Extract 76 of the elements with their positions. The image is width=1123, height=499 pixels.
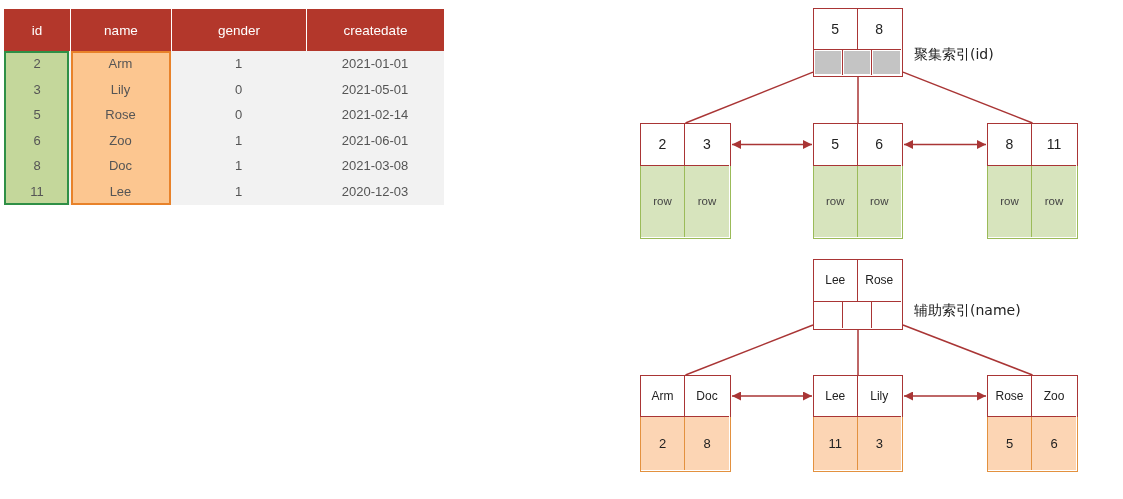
- id-value: 5: [33, 107, 41, 123]
- date-value: 2021-05-01: [341, 81, 409, 97]
- index-key: Lee: [814, 260, 858, 302]
- double-arrow: [903, 140, 987, 149]
- column-header: id: [4, 9, 70, 51]
- leaf-node: [813, 375, 903, 472]
- date-value: 2020-12-03: [341, 183, 409, 199]
- id-value: 2: [33, 56, 41, 72]
- id-value: 6: [33, 132, 41, 148]
- leaf-node: [987, 375, 1078, 472]
- index-key: 6: [857, 124, 901, 166]
- gender-value: 1: [234, 183, 243, 199]
- primary-key-value: 11: [814, 416, 858, 470]
- connector-line: [857, 329, 859, 376]
- index-node: [813, 259, 903, 330]
- date-value: 2021-03-08: [341, 158, 409, 174]
- index-key: Lee: [814, 376, 858, 417]
- leaf-node: [813, 123, 903, 239]
- date-value: 2021-06-01: [341, 132, 409, 148]
- id-value: 3: [33, 81, 41, 97]
- leaf-node: [987, 123, 1078, 239]
- index-key: Rose: [857, 260, 901, 302]
- index-key: 11: [1032, 124, 1076, 166]
- name-value: Zoo: [109, 132, 132, 148]
- connector-line: [857, 76, 859, 124]
- column-header: gender: [172, 9, 306, 51]
- gender-value: 0: [234, 107, 243, 123]
- connector-line: [902, 324, 1034, 376]
- name-value: Rose: [105, 107, 136, 123]
- index-key: 5: [814, 124, 858, 166]
- primary-key-value: 3: [857, 416, 901, 470]
- index-key: 8: [988, 124, 1032, 166]
- index-key: Rose: [988, 376, 1032, 417]
- row-data: row: [1032, 165, 1076, 237]
- id-value: 8: [33, 158, 41, 174]
- primary-key-value: 8: [685, 416, 729, 470]
- index-key: Arm: [641, 376, 685, 417]
- connector-line: [684, 71, 814, 124]
- index-key: 5: [814, 9, 858, 50]
- id-value: 11: [30, 183, 44, 199]
- index-key: Zoo: [1032, 376, 1076, 417]
- index-caption: 聚集索引(id): [914, 45, 994, 63]
- row-data: row: [685, 165, 729, 237]
- primary-key-value: 2: [641, 416, 685, 470]
- name-value: Lily: [110, 81, 131, 97]
- index-key: 2: [641, 124, 685, 166]
- column-header: name: [71, 9, 171, 51]
- connector-line: [684, 324, 814, 376]
- leaf-node: [640, 123, 731, 239]
- name-value: Arm: [108, 56, 133, 72]
- row-data: row: [988, 165, 1032, 237]
- gender-value: 1: [234, 56, 243, 72]
- index-key: 8: [857, 9, 901, 50]
- index-key: 3: [685, 124, 729, 166]
- name-value: Doc: [108, 158, 133, 174]
- gender-value: 0: [234, 81, 243, 97]
- primary-key-value: 5: [988, 416, 1032, 470]
- index-caption: 辅助索引(name): [914, 301, 1021, 319]
- row-data: row: [814, 165, 858, 237]
- double-arrow: [903, 391, 987, 401]
- connector-line: [902, 71, 1034, 124]
- gender-value: 1: [234, 158, 243, 174]
- leaf-node: [640, 375, 731, 472]
- column-header: createdate: [307, 9, 444, 51]
- date-value: 2021-01-01: [341, 56, 409, 72]
- primary-key-value: 6: [1032, 416, 1076, 470]
- double-arrow: [731, 140, 813, 149]
- gender-value: 1: [234, 132, 243, 148]
- name-value: Lee: [109, 183, 132, 199]
- row-data: row: [641, 165, 685, 237]
- index-key: Doc: [685, 376, 729, 417]
- date-value: 2021-02-14: [341, 107, 409, 123]
- index-node: [813, 8, 903, 77]
- row-data: row: [857, 165, 901, 237]
- double-arrow: [731, 391, 813, 401]
- index-key: Lily: [857, 376, 901, 417]
